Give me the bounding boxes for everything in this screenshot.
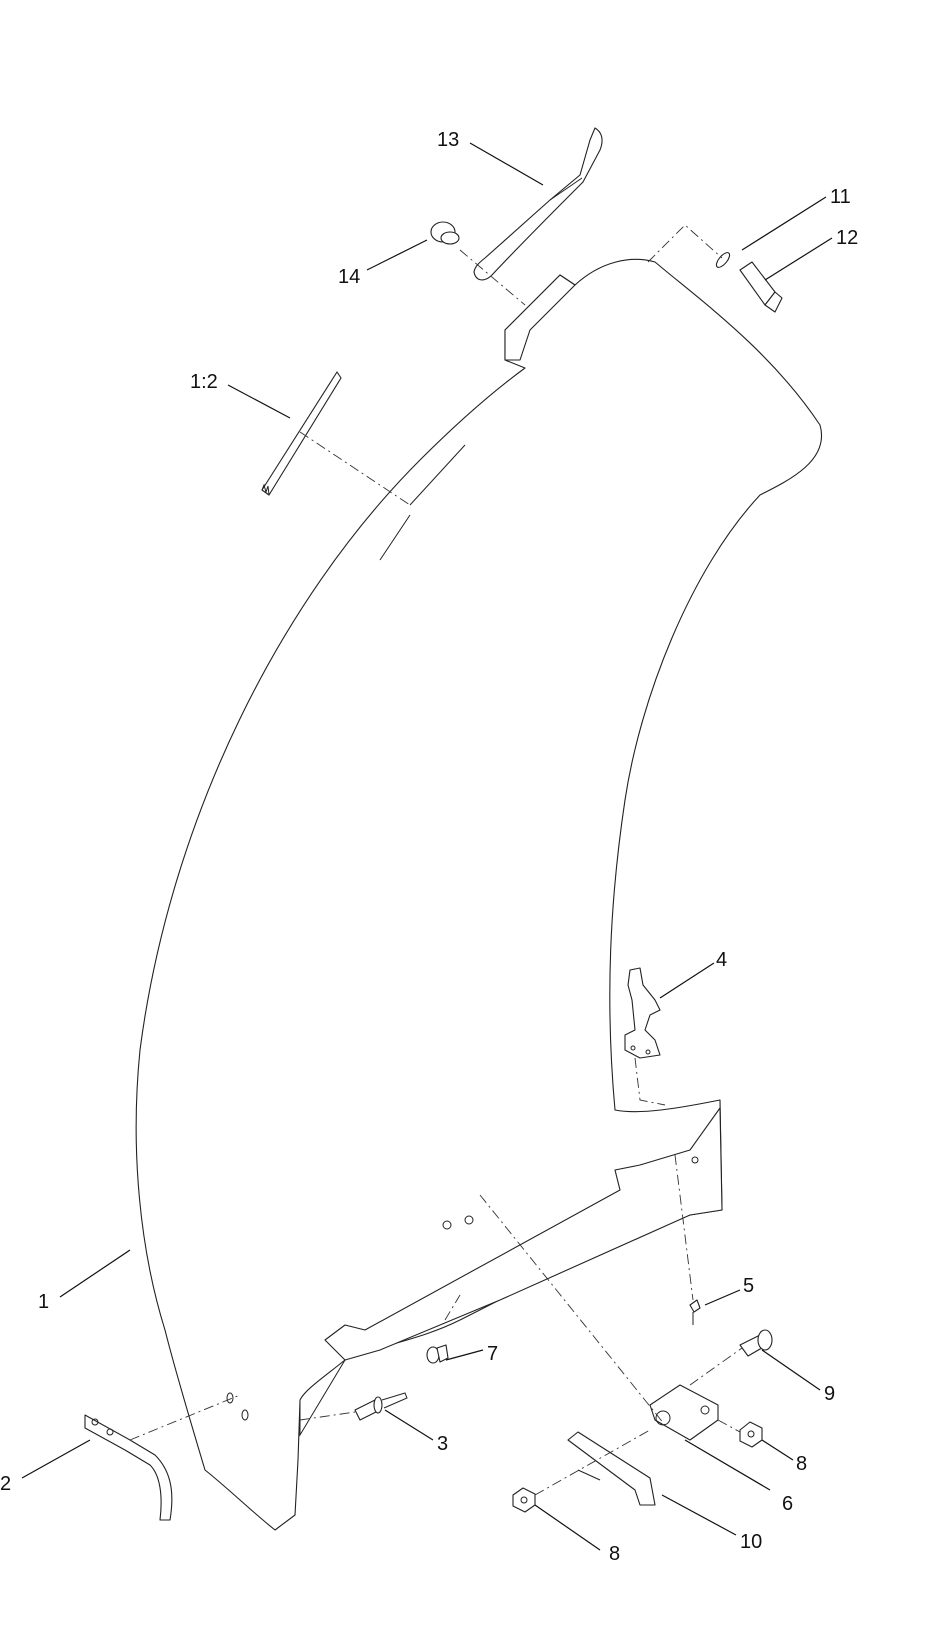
- callout-3: 3: [437, 1433, 448, 1455]
- rivet-3: [354, 1392, 408, 1421]
- deflector-handle: [473, 127, 603, 281]
- cap-nut: [430, 221, 460, 245]
- callout-9: 9: [824, 1383, 835, 1405]
- bolt-9: [739, 1329, 773, 1357]
- callout-1: 1: [38, 1291, 49, 1313]
- latch: [624, 967, 661, 1059]
- washer-and-bolt: [715, 252, 783, 313]
- nut-8-lower: [512, 1487, 536, 1513]
- callout-12: 12: [836, 227, 858, 249]
- callout-13: 13: [437, 129, 459, 151]
- nut-8-upper: [739, 1421, 763, 1448]
- callout-8-lower: 8: [609, 1543, 620, 1565]
- callout-1-2: 1:2: [190, 371, 218, 393]
- callout-2: 2: [0, 1473, 11, 1495]
- callout-10: 10: [740, 1531, 762, 1553]
- chute-body: [135, 258, 823, 1531]
- leader-lines: [21, 142, 833, 1551]
- callout-6: 6: [782, 1493, 793, 1515]
- rivet-5: [689, 1299, 701, 1325]
- screw-7: [426, 1344, 449, 1364]
- bracket-rod: [84, 1414, 173, 1521]
- assembly-lines: [129, 224, 743, 1496]
- callout-11: 11: [830, 186, 851, 208]
- skid-plate-10: [567, 1431, 656, 1506]
- callout-4: 4: [716, 949, 727, 971]
- callout-labels: 13 11 12 14 1:2 4 1 5 7 9 3 2 8 6 10 8: [0, 129, 858, 1565]
- callout-8-upper: 8: [796, 1453, 807, 1475]
- callout-7: 7: [487, 1343, 498, 1365]
- callout-14: 14: [338, 266, 360, 288]
- bracket-6: [649, 1384, 719, 1441]
- callout-5: 5: [743, 1275, 754, 1297]
